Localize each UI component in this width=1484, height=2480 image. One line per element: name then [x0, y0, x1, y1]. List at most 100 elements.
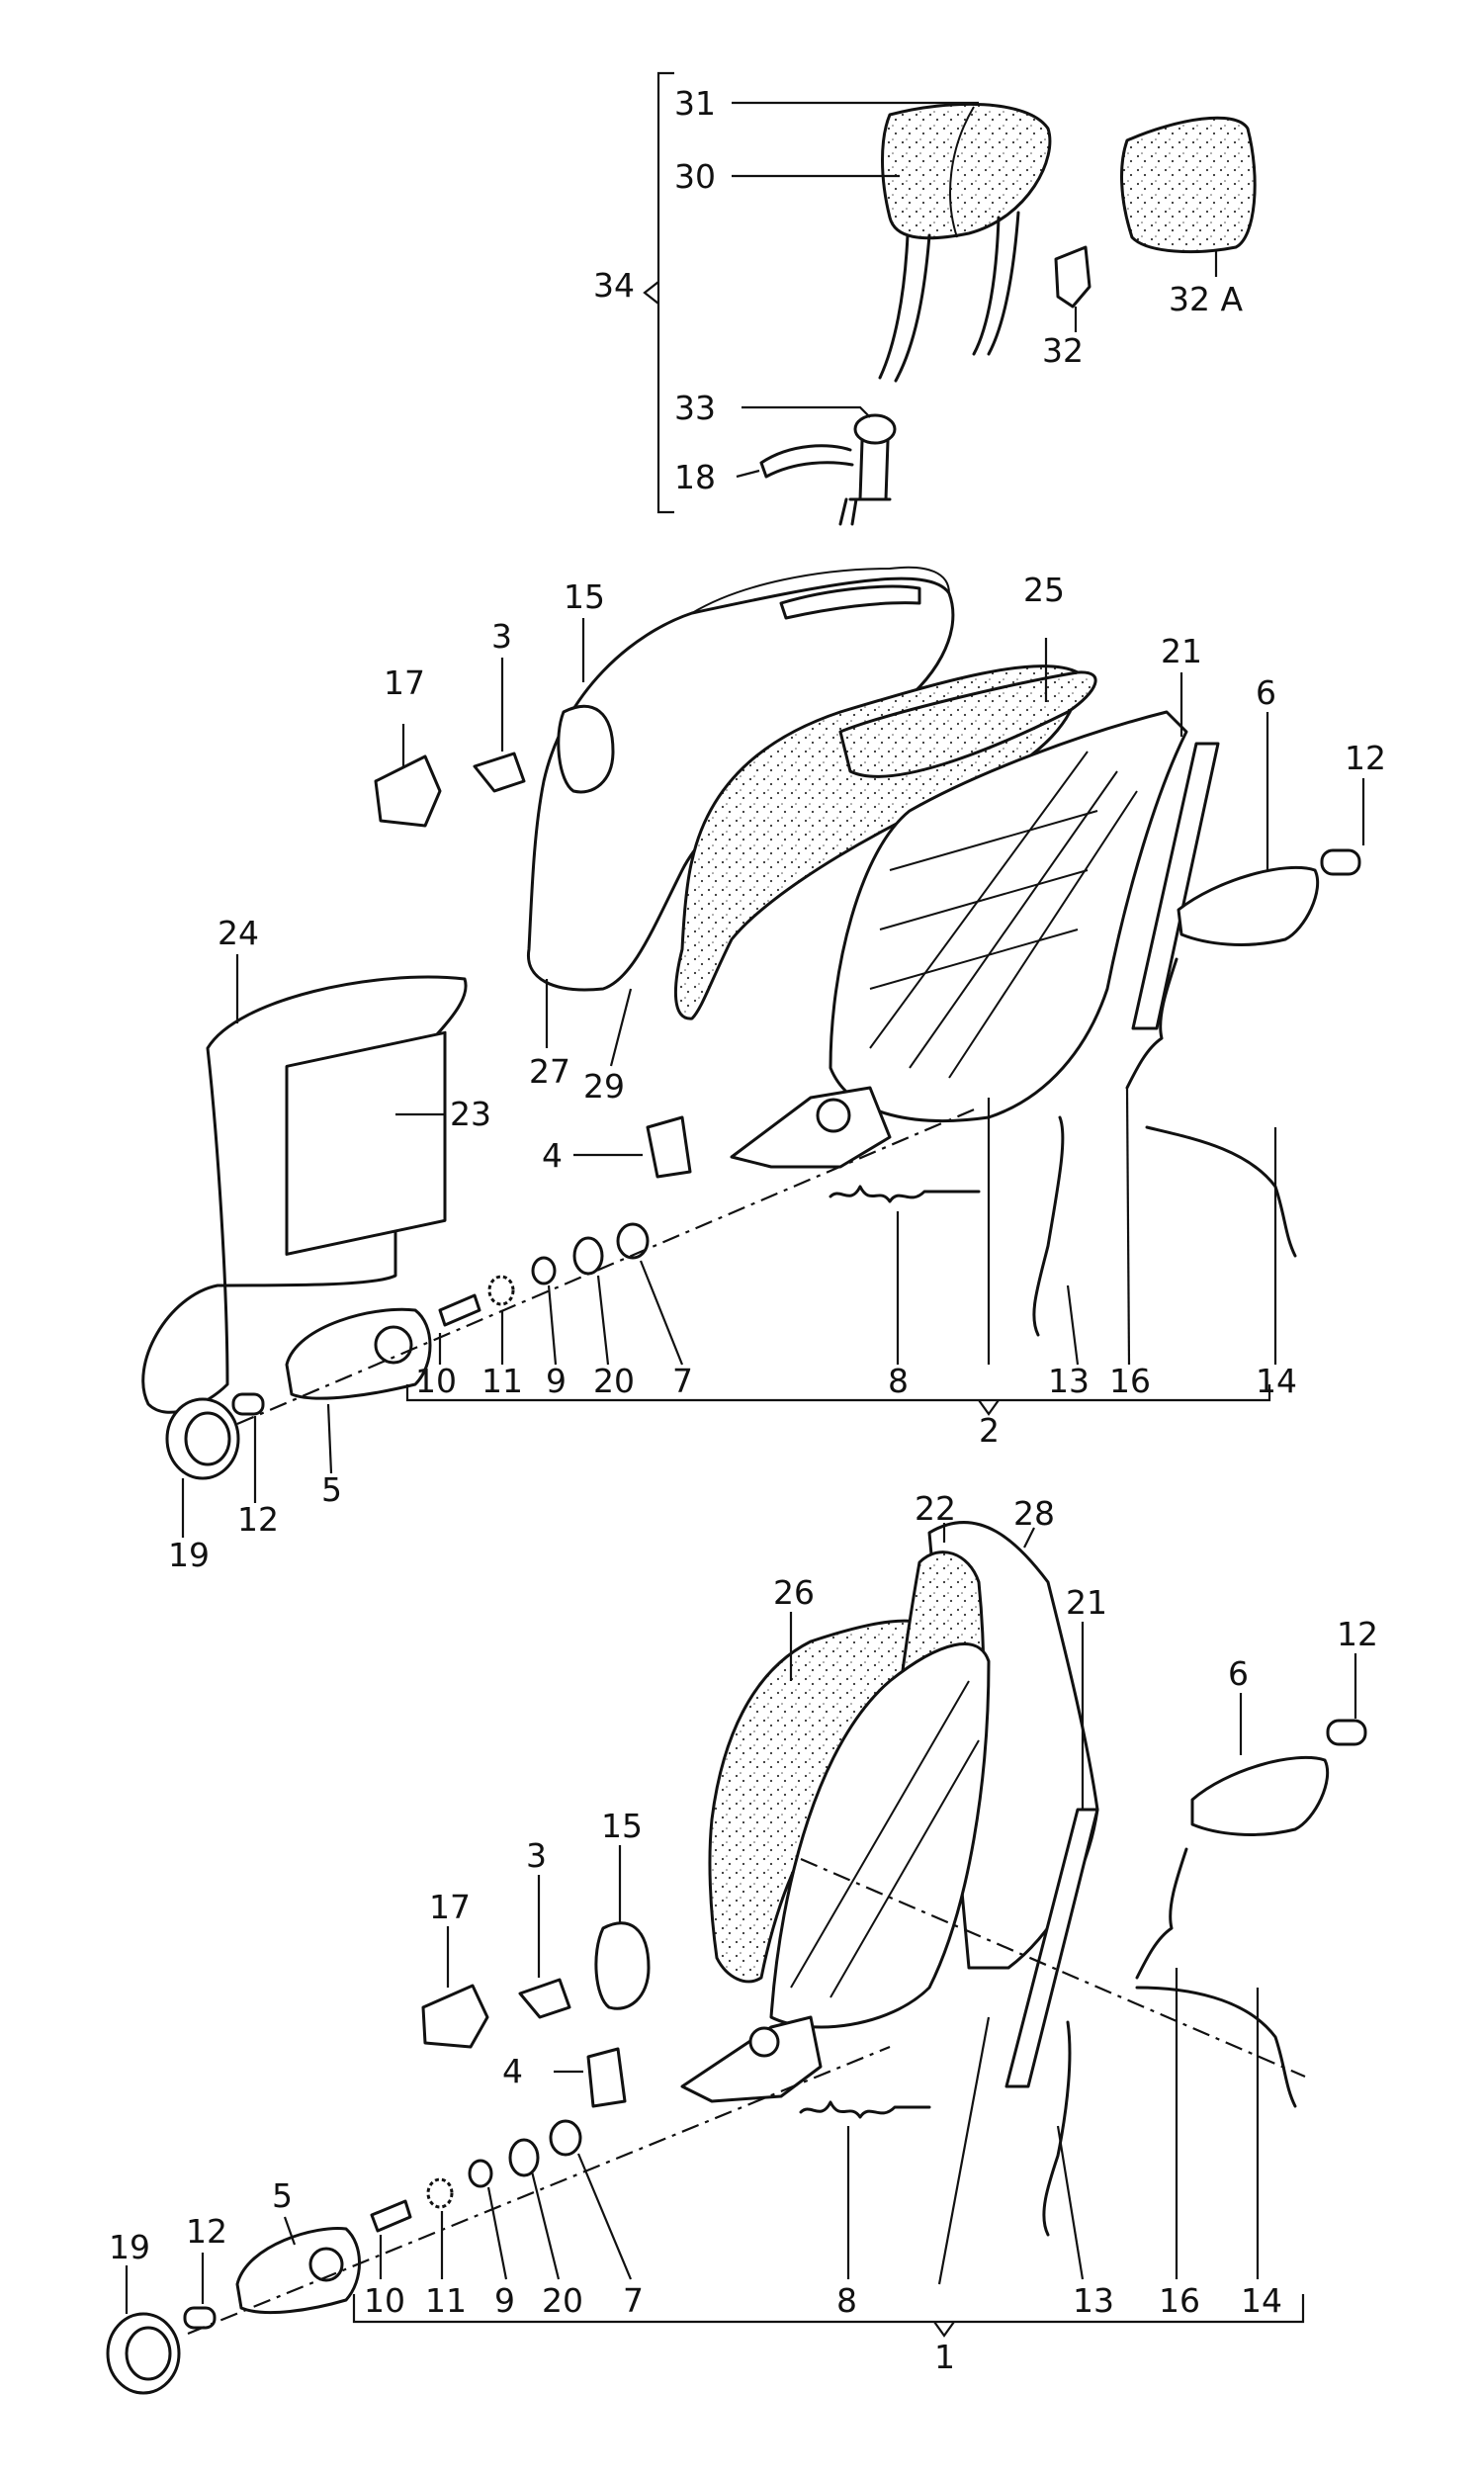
trim-6	[1177, 865, 1320, 946]
callout-32: 32	[1042, 331, 1084, 370]
spring-16	[1125, 957, 1178, 1090]
callout-6-upper: 6	[1256, 673, 1276, 712]
callout-16-lower: 16	[1159, 2281, 1200, 2320]
callout-10-upper: 10	[415, 1362, 457, 1400]
callout-13-lower: 13	[1073, 2281, 1114, 2320]
backrest-frame-pad	[838, 670, 1097, 778]
cable-13	[1032, 1115, 1065, 1337]
callout-34: 34	[593, 266, 635, 305]
spring-clip	[759, 444, 854, 479]
button-17-lower	[421, 1984, 489, 2049]
pin-12-right	[1320, 848, 1361, 876]
cable-14	[1145, 1125, 1297, 1258]
callout-31: 31	[674, 84, 716, 123]
bolt-10	[438, 1293, 481, 1327]
callout-19-upper: 19	[168, 1536, 210, 1574]
lower-backrest-assembly	[106, 1521, 1367, 2395]
callout-16-upper: 16	[1109, 1362, 1151, 1400]
callout-4-upper: 4	[542, 1136, 563, 1175]
knob-15	[557, 704, 615, 794]
lock-washer-11	[487, 1275, 515, 1306]
callout-15-upper: 15	[564, 577, 605, 616]
callout-12-upper-right: 12	[1345, 739, 1386, 777]
callout-11-lower: 11	[425, 2281, 467, 2320]
upper-backrest-assembly	[141, 566, 1365, 1538]
callout-12-lower-right: 12	[1337, 1615, 1378, 1653]
retaining-clip	[1054, 245, 1091, 309]
ring-9-lower	[468, 2159, 493, 2188]
callout-21-upper: 21	[1161, 632, 1202, 670]
pin-12-left-lower	[183, 2306, 217, 2330]
side-trim-inner	[285, 1030, 447, 1256]
washer-7-lower	[549, 2119, 582, 2157]
callout-3-lower: 3	[526, 1836, 547, 1875]
bolt-10-lower	[370, 2199, 412, 2233]
callout-6-lower: 6	[1228, 1654, 1249, 1693]
callout-11-upper: 11	[481, 1362, 523, 1400]
callout-12-upper-left: 12	[237, 1500, 279, 1539]
trim-6-lower	[1190, 1755, 1330, 1836]
side-trim-strip	[1131, 742, 1220, 1030]
pin-12-left	[231, 1392, 265, 1416]
callout-33: 33	[674, 389, 716, 427]
callout-32a: 32 A	[1169, 280, 1243, 318]
guide-sleeve	[838, 413, 897, 526]
lock-washer-11-lower	[426, 2177, 454, 2209]
clip-4	[646, 1115, 692, 1179]
callout-8-lower: 8	[836, 2281, 857, 2320]
callout-7-upper: 7	[672, 1362, 693, 1400]
spring-8	[829, 1185, 981, 1203]
ring-9	[531, 1256, 557, 1285]
callout-5-upper: 5	[321, 1470, 342, 1509]
hand-wheel-19-lower	[106, 2312, 181, 2395]
spring-16-lower	[1135, 1847, 1188, 1980]
callout-14-upper: 14	[1256, 1362, 1297, 1400]
callout-27: 27	[529, 1052, 570, 1091]
button-17	[374, 754, 442, 828]
callout-28: 28	[1013, 1494, 1055, 1533]
callout-22: 22	[915, 1489, 956, 1528]
knob-15-lower	[594, 1921, 651, 2010]
headrest-cover	[1120, 116, 1257, 254]
bracket-1	[352, 2294, 1305, 2338]
callout-24: 24	[218, 914, 259, 952]
callout-3-upper: 3	[491, 617, 512, 656]
callout-17-lower: 17	[429, 1888, 471, 1926]
callout-7-lower: 7	[623, 2281, 644, 2320]
callout-1: 1	[934, 2338, 955, 2376]
pin-12-right-lower	[1326, 1719, 1367, 1746]
bracket-34	[643, 71, 674, 514]
headrest	[878, 102, 1052, 383]
callout-14-lower: 14	[1241, 2281, 1282, 2320]
lever-3	[473, 752, 526, 793]
lever-3-lower	[518, 1978, 571, 2019]
cable-13-lower	[1042, 2020, 1072, 2237]
callout-8-upper: 8	[888, 1362, 909, 1400]
callout-18: 18	[674, 458, 716, 496]
washer-7	[616, 1222, 650, 1260]
callout-20-upper: 20	[593, 1362, 635, 1400]
callout-13-upper: 13	[1048, 1362, 1090, 1400]
clip-4-lower	[586, 2047, 627, 2108]
callout-labels: 31 30 34 33 18 32 32 A 15 25 3 17 21 6 1…	[109, 84, 1386, 2376]
star-washer-20-lower	[508, 2138, 540, 2177]
callout-17-upper: 17	[384, 664, 425, 702]
hand-wheel-19	[165, 1397, 240, 1480]
callout-26: 26	[773, 1573, 815, 1612]
callout-19-lower: 19	[109, 2228, 150, 2266]
callout-4-lower: 4	[502, 2052, 523, 2090]
callout-30: 30	[674, 157, 716, 196]
callout-10-lower: 10	[364, 2281, 405, 2320]
callout-12-lower-left: 12	[186, 2212, 227, 2251]
callout-2: 2	[979, 1411, 1000, 1450]
bracket-2	[405, 1384, 1271, 1416]
callout-15-lower: 15	[601, 1807, 643, 1845]
headrest-group	[643, 71, 1257, 526]
callout-20-lower: 20	[542, 2281, 583, 2320]
star-washer-20	[572, 1236, 604, 1276]
callout-9-lower: 9	[494, 2281, 515, 2320]
callout-23: 23	[450, 1095, 491, 1133]
spring-8-lower	[799, 2100, 931, 2119]
callout-5-lower: 5	[272, 2176, 293, 2215]
